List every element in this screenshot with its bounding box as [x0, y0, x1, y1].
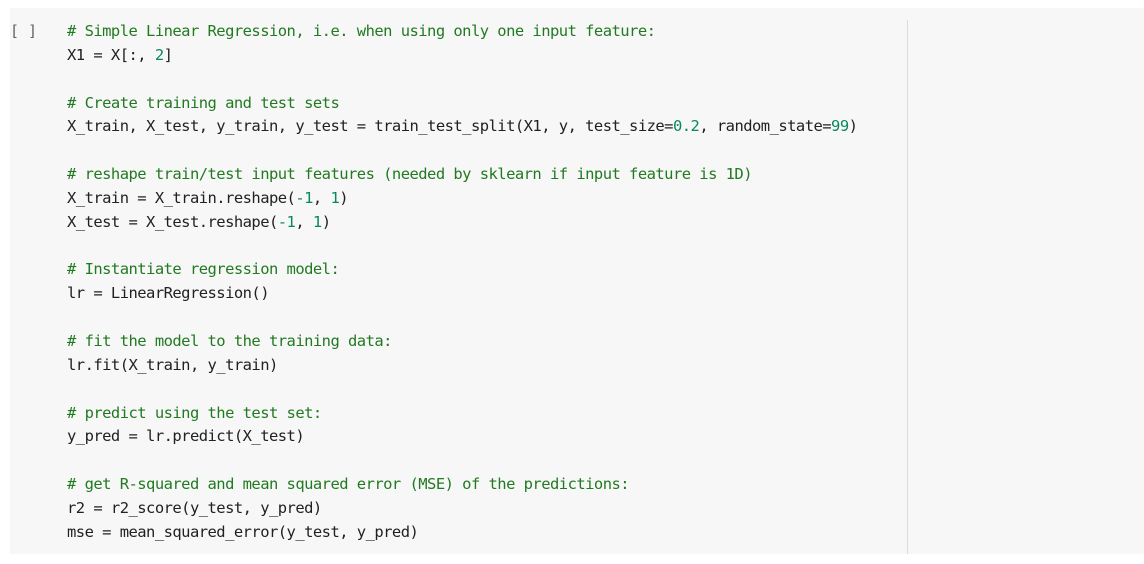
- code-number: -1: [295, 188, 313, 207]
- code-line[interactable]: lr = LinearRegression(): [67, 282, 857, 306]
- code-comment: # predict using the test set:: [67, 403, 322, 422]
- cell-run-indicator[interactable]: [ ]: [10, 22, 38, 40]
- code-editor[interactable]: # Simple Linear Regression, i.e. when us…: [67, 20, 858, 545]
- code-token: X1 = X[:,: [67, 45, 155, 64]
- code-number: 1: [330, 188, 340, 207]
- code-line[interactable]: lr.fit(X_train, y_train): [67, 354, 857, 378]
- code-line[interactable]: # Instantiate regression model:: [67, 258, 857, 282]
- code-token: , random_state=: [699, 117, 832, 136]
- code-line[interactable]: X_train, X_test, y_train, y_test = train…: [67, 115, 858, 139]
- code-line[interactable]: # Simple Linear Regression, i.e. when us…: [67, 20, 857, 44]
- code-line[interactable]: mse = mean_squared_error(y_test, y_pred): [67, 521, 857, 545]
- code-line[interactable]: ​: [67, 378, 857, 402]
- code-line[interactable]: ​: [67, 306, 857, 330]
- code-token: lr.fit(X_train, y_train): [67, 355, 278, 374]
- code-token: r2 = r2_score(y_test, y_pred): [67, 498, 322, 517]
- code-token: X_train, X_test, y_train, y_test = train…: [67, 117, 674, 136]
- code-token: y_pred = lr.predict(X_test): [67, 427, 305, 446]
- code-token: ): [339, 188, 349, 207]
- code-token: ,: [312, 188, 331, 207]
- code-line[interactable]: X_train = X_train.reshape(-1, 1): [67, 187, 857, 211]
- code-line[interactable]: # reshape train/test input features (nee…: [67, 163, 857, 187]
- code-number: 99: [831, 117, 849, 136]
- code-token: ): [848, 117, 858, 136]
- code-line[interactable]: ​: [67, 449, 857, 473]
- code-comment: # Simple Linear Regression, i.e. when us…: [67, 22, 656, 40]
- code-number: 1: [312, 212, 322, 231]
- code-line[interactable]: ​: [67, 68, 857, 92]
- code-number: 0.2: [672, 117, 700, 136]
- code-line[interactable]: # Create training and test sets: [67, 92, 857, 116]
- line-length-ruler: [907, 20, 908, 554]
- code-line[interactable]: # fit the model to the training data:: [67, 330, 857, 354]
- code-line[interactable]: # predict using the test set:: [67, 402, 857, 426]
- code-number: -1: [277, 212, 296, 231]
- code-number: 2: [154, 45, 164, 64]
- code-line[interactable]: y_pred = lr.predict(X_test): [67, 425, 857, 449]
- code-line[interactable]: X1 = X[:, 2]: [67, 44, 857, 68]
- code-comment: # Instantiate regression model:: [67, 260, 340, 279]
- code-token: X_test = X_test.reshape(: [67, 212, 278, 231]
- code-comment: # get R-squared and mean squared error (…: [67, 475, 630, 494]
- code-line[interactable]: X_test = X_test.reshape(-1, 1): [67, 211, 857, 235]
- code-line[interactable]: ​: [67, 235, 857, 259]
- code-token: mse = mean_squared_error(y_test, y_pred): [67, 522, 419, 541]
- code-token: ]: [163, 45, 173, 64]
- code-token: lr = LinearRegression(): [67, 284, 270, 303]
- code-cell[interactable]: [10, 8, 1144, 554]
- code-line[interactable]: ​: [67, 139, 857, 163]
- code-comment: # reshape train/test input features (nee…: [67, 165, 753, 184]
- code-comment: # Create training and test sets: [67, 93, 340, 112]
- code-comment: # fit the model to the training data:: [67, 331, 392, 350]
- code-line[interactable]: r2 = r2_score(y_test, y_pred): [67, 497, 857, 521]
- code-token: X_train = X_train.reshape(: [67, 188, 296, 207]
- code-line[interactable]: # get R-squared and mean squared error (…: [67, 473, 857, 497]
- code-token: ): [321, 212, 331, 231]
- code-token: ,: [295, 212, 313, 231]
